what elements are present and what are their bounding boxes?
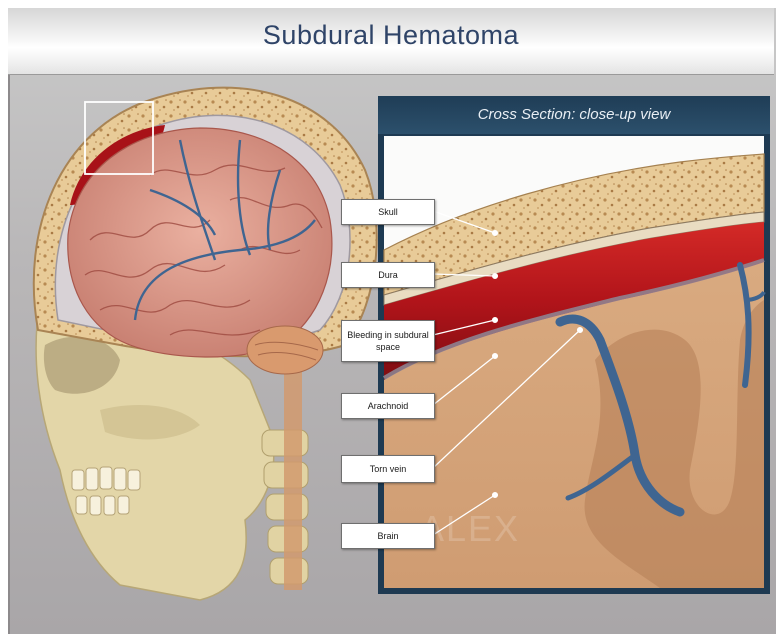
label-skull: Skull: [341, 199, 435, 225]
label-brain: Brain: [341, 523, 435, 549]
label-dura: Dura: [341, 262, 435, 288]
cross-section-title: Cross Section: close-up view: [378, 106, 770, 123]
label-bleeding: Bleeding in subdural space: [341, 320, 435, 362]
label-arachnoid: Arachnoid: [341, 393, 435, 419]
watermark: ALEX: [420, 508, 520, 550]
label-torn-vein: Torn vein: [341, 455, 435, 483]
spine: [262, 360, 308, 590]
skull-illustration: [34, 88, 377, 600]
